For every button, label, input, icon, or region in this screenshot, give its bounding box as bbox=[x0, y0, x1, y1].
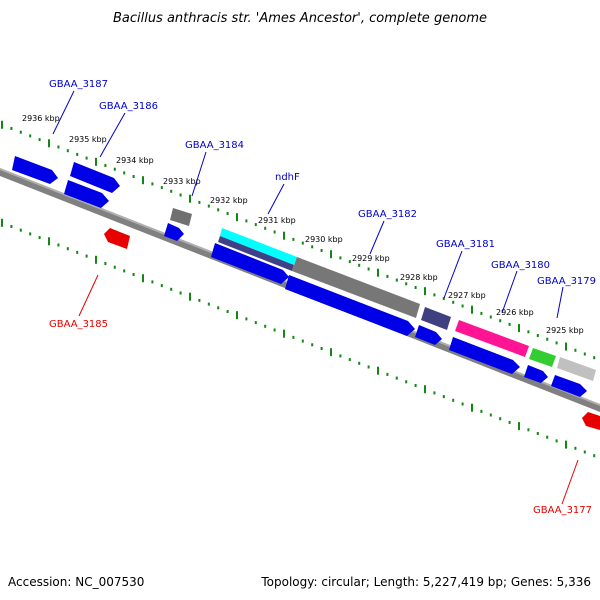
gene-label[interactable]: GBAA_3177 bbox=[533, 505, 592, 516]
reverse-tick-track bbox=[1, 218, 596, 458]
forward-tick-track bbox=[1, 120, 596, 360]
reverse-gene-arrows bbox=[104, 228, 600, 430]
kbp-label: 2929 kbp bbox=[352, 254, 390, 263]
feature-block-navy[interactable] bbox=[218, 236, 294, 271]
feature-block-gray-small[interactable] bbox=[170, 208, 192, 226]
feature-blocks bbox=[170, 208, 596, 381]
feature-block-slate[interactable] bbox=[421, 307, 451, 330]
kbp-label: 2927 kbp bbox=[448, 291, 486, 300]
gene-label[interactable]: GBAA_3182 bbox=[358, 209, 417, 220]
gene-arrow-forward[interactable] bbox=[285, 275, 415, 336]
feature-block-green[interactable] bbox=[529, 348, 556, 367]
feature-block-cyan[interactable] bbox=[220, 228, 297, 265]
feature-block-lightgray[interactable] bbox=[557, 357, 596, 381]
kbp-label: 2936 kbp bbox=[22, 114, 60, 123]
gene-arrow-forward[interactable] bbox=[64, 180, 109, 208]
gene-label[interactable]: GBAA_3185 bbox=[49, 319, 108, 330]
kbp-label: 2934 kbp bbox=[116, 156, 154, 165]
map-title: Bacillus anthracis str. 'Ames Ancestor',… bbox=[113, 11, 487, 26]
gene-arrow-forward[interactable] bbox=[415, 325, 442, 345]
gene-arrow-forward[interactable] bbox=[551, 375, 587, 397]
gene-arrow-forward[interactable] bbox=[70, 162, 120, 193]
gene-arrow-forward[interactable] bbox=[12, 156, 58, 184]
gene-label[interactable]: ndhF bbox=[275, 172, 300, 183]
genome-summary-text: Topology: circular; Length: 5,227,419 bp… bbox=[260, 575, 591, 589]
forward-gene-arrows bbox=[12, 156, 587, 397]
feature-block-pink[interactable] bbox=[455, 320, 529, 357]
kbp-label: 2935 kbp bbox=[69, 135, 107, 144]
gene-arrow-forward[interactable] bbox=[524, 365, 548, 383]
leader-lines bbox=[52, 90, 579, 505]
kbp-label: 2931 kbp bbox=[258, 216, 296, 225]
kbp-label: 2930 kbp bbox=[305, 235, 343, 244]
kbp-label: 2925 kbp bbox=[546, 326, 584, 335]
kbp-label: 2928 kbp bbox=[400, 273, 438, 282]
gene-label[interactable]: GBAA_3184 bbox=[185, 140, 244, 151]
kbp-label: 2932 kbp bbox=[210, 196, 248, 205]
gene-arrow-forward[interactable] bbox=[164, 223, 184, 241]
gene-label[interactable]: GBAA_3179 bbox=[537, 276, 596, 287]
gene-arrow-forward[interactable] bbox=[449, 337, 520, 374]
gene-label[interactable]: GBAA_3180 bbox=[491, 260, 550, 271]
kbp-label: 2926 kbp bbox=[496, 308, 534, 317]
gene-label[interactable]: GBAA_3181 bbox=[436, 239, 495, 250]
gene-labels: GBAA_3187 GBAA_3186 GBAA_3184 ndhF GBAA_… bbox=[49, 79, 596, 516]
gene-arrow-reverse[interactable] bbox=[582, 412, 600, 430]
gene-arrow-reverse[interactable] bbox=[104, 228, 130, 249]
accession-text: Accession: NC_007530 bbox=[8, 575, 144, 589]
kbp-scale-labels: 2936 kbp 2935 kbp 2934 kbp 2933 kbp 2932… bbox=[22, 114, 584, 335]
kbp-label: 2933 kbp bbox=[163, 177, 201, 186]
gene-label[interactable]: GBAA_3187 bbox=[49, 79, 108, 90]
gene-label[interactable]: GBAA_3186 bbox=[99, 101, 158, 112]
feature-block-gray-long[interactable] bbox=[292, 257, 420, 318]
gene-arrow-forward[interactable] bbox=[211, 243, 289, 284]
